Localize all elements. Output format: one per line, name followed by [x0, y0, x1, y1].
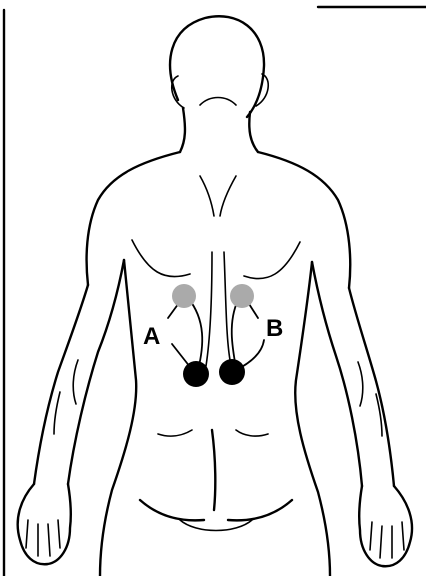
gluteal-fold — [180, 520, 252, 531]
lower-back-right — [236, 430, 268, 436]
waist-left — [100, 260, 136, 576]
shoulder-left — [87, 152, 180, 285]
electrode-upper-left — [172, 284, 196, 308]
buttocks-right — [228, 500, 292, 520]
electrode-lower-left — [183, 361, 209, 387]
ear-left — [172, 76, 184, 108]
lead-wire-right-upper-to-lower — [232, 300, 238, 368]
upper-back-line-right — [220, 176, 236, 216]
forearm-left-detail — [54, 392, 60, 434]
hand-left — [18, 484, 71, 564]
waist-right — [295, 262, 330, 576]
hair-detail — [200, 98, 236, 106]
electrode-lower-right — [219, 359, 245, 385]
spine-left — [206, 252, 212, 366]
shoulder-right — [258, 152, 350, 288]
arm-left-outer — [34, 285, 88, 484]
shoulder-blade-left — [132, 240, 190, 277]
neck-left — [180, 108, 185, 152]
elbow-left-detail — [73, 360, 78, 404]
electrode-upper-right — [230, 284, 254, 308]
spine-right — [224, 252, 230, 360]
neck-right — [249, 112, 258, 152]
fingers-left — [26, 520, 60, 556]
label-a: A — [143, 323, 160, 350]
label-b: B — [266, 315, 283, 342]
lower-back-left — [158, 430, 192, 436]
upper-back-line-left — [200, 176, 214, 216]
shoulder-blade-right — [244, 242, 300, 279]
fingers-right — [370, 522, 404, 558]
elbow-right-detail — [358, 362, 363, 406]
buttocks-left — [140, 500, 204, 520]
arm-right-inner — [312, 262, 362, 486]
hand-right — [359, 486, 412, 566]
buttocks-cleft — [212, 430, 215, 510]
arm-right-outer — [349, 288, 394, 486]
head-outline — [170, 16, 264, 117]
arm-left-inner — [68, 260, 124, 484]
lead-wire-left-upper-to-lower — [188, 298, 202, 370]
